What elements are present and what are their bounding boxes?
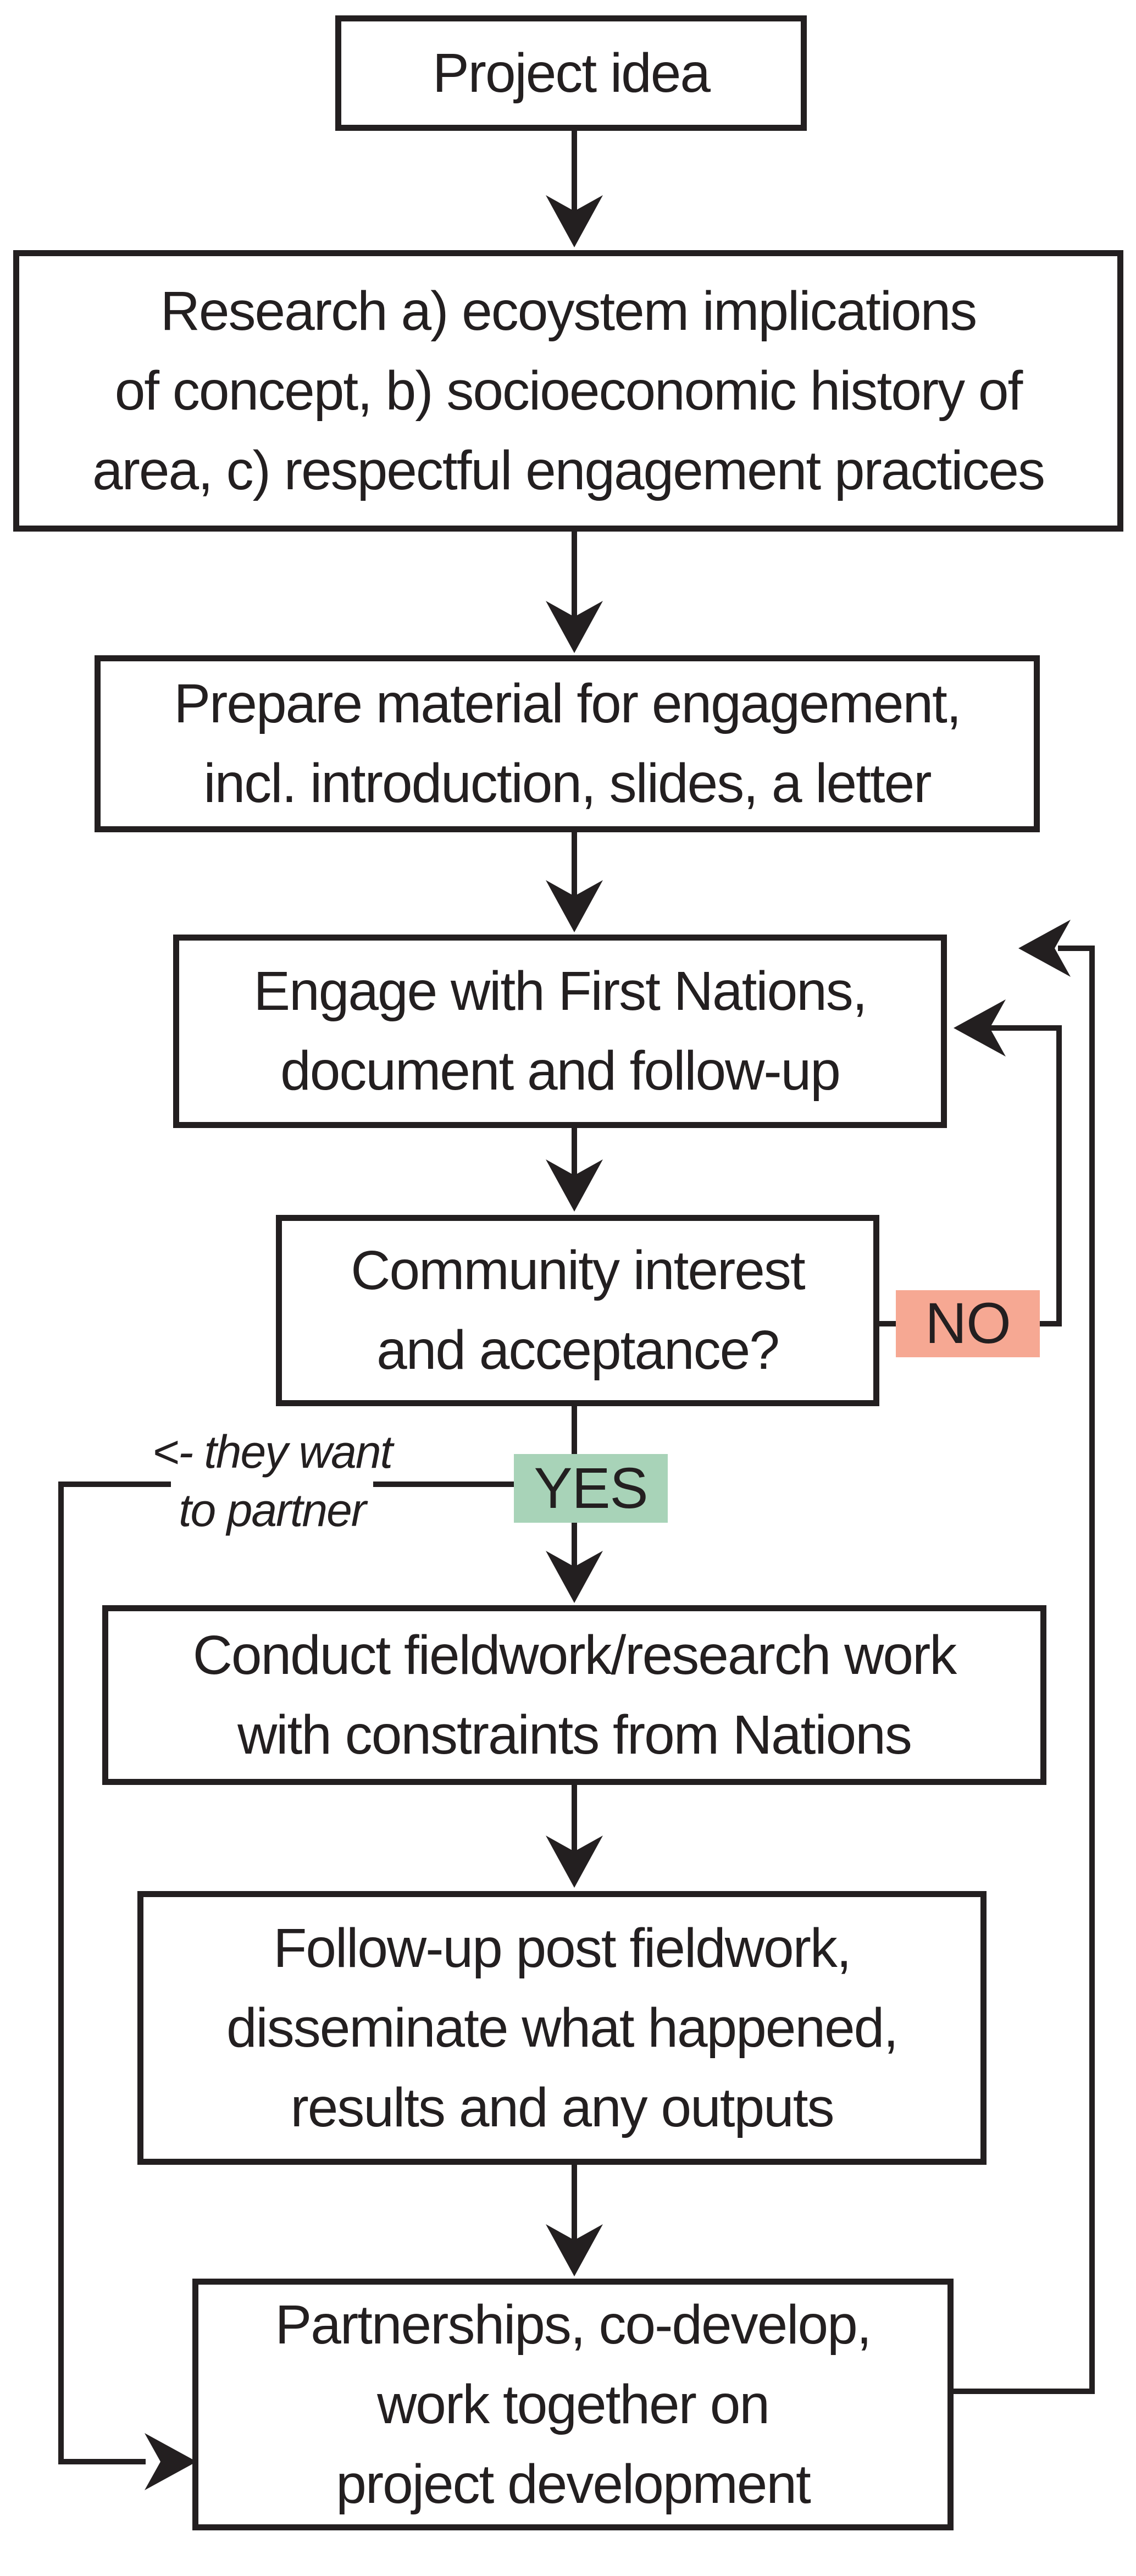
connector-no-loop: [879, 1025, 1062, 1326]
partner-annotation: <- they want to partner: [88, 1423, 456, 1539]
yes-label: YES: [514, 1454, 668, 1523]
node-research: Research a) ecoystem implications of con…: [13, 250, 1123, 532]
node-conduct-fieldwork: Conduct fieldwork/research work with con…: [102, 1605, 1046, 1785]
connector-partner-shortcut: [58, 1482, 574, 2464]
arrowhead-left-no-loop: [954, 999, 1006, 1057]
arrowhead-down-conduct: [546, 1551, 603, 1603]
node-partnerships: Partnerships, co-develop, work together …: [192, 2279, 954, 2530]
node-prepare-material: Prepare material for engagement, incl. i…: [95, 655, 1040, 832]
connector-partnership-loop: [954, 946, 1095, 2394]
partner-annotation-line1: <- they want: [145, 1423, 400, 1481]
arrowhead-down-partnerships: [546, 2224, 603, 2276]
node-project-idea: Project idea: [335, 15, 807, 131]
arrowhead-right-partner-shortcut: [145, 2433, 197, 2490]
arrowhead-down-engage: [546, 880, 603, 932]
partner-annotation-line2: to partner: [171, 1481, 373, 1539]
arrowhead-down-prepare: [546, 601, 603, 653]
arrowhead-down-research: [546, 195, 603, 247]
node-community-interest-decision: Community interest and acceptance?: [276, 1215, 879, 1406]
node-engage-first-nations: Engage with First Nations, document and …: [173, 935, 947, 1128]
node-follow-up-post-fieldwork: Follow-up post fieldwork, disseminate wh…: [137, 1891, 987, 2165]
arrowhead-down-community: [546, 1159, 603, 1212]
no-label: NO: [896, 1290, 1040, 1357]
arrowhead-down-followup: [546, 1836, 603, 1888]
arrowhead-left-partnership-loop: [1018, 920, 1071, 977]
